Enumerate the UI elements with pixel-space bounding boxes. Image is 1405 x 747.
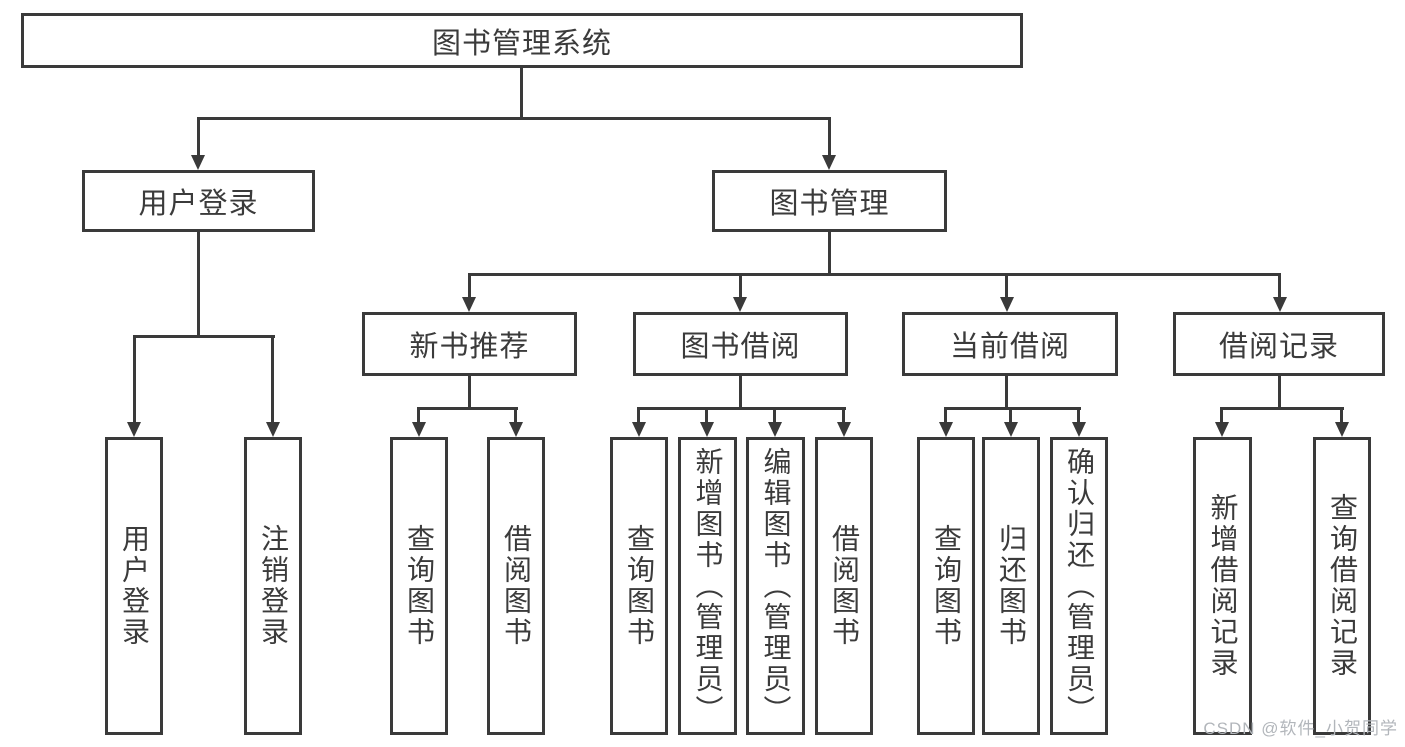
edge-root-branch [197, 117, 831, 120]
edge-root-stub [520, 68, 523, 120]
edge-borrowing-branch [637, 407, 846, 410]
edge-recommend-stub [468, 376, 471, 410]
leaf-add-book-admin: 新增图书（管理员） [678, 437, 737, 735]
leaf-borrow-books: 借阅图书 [815, 437, 873, 735]
arrowhead-down [1004, 422, 1018, 437]
edge-shaft-borrowing [739, 275, 742, 298]
arrowhead-down [1215, 422, 1229, 437]
arrowhead-down [127, 422, 141, 437]
arrowhead-down [1000, 297, 1014, 312]
leaf-label: 新增借阅记录 [1207, 493, 1239, 679]
leaf-label: 借阅图书 [829, 524, 860, 648]
arrowhead-down [1273, 297, 1287, 312]
arrowhead-down [837, 422, 851, 437]
node-current-borrowing: 当前借阅 [902, 312, 1118, 376]
arrowhead-down [462, 297, 476, 312]
leaf-label: 查询图书 [931, 524, 962, 648]
arrowhead-down [191, 155, 205, 170]
edge-shaft-leaf [1009, 409, 1012, 423]
leaf-label: 查询借阅记录 [1327, 493, 1358, 679]
leaf-label: 用户登录 [119, 524, 150, 648]
leaf-label: 查询图书 [404, 524, 435, 648]
edge-shaft-leaf [514, 409, 517, 423]
edge-shaft-book-management [828, 119, 831, 157]
edge-mgmt-branch [468, 273, 1281, 276]
edge-shaft-leaf-login [133, 337, 136, 424]
leaf-edit-book-admin: 编辑图书（管理员） [746, 437, 805, 735]
arrowhead-down [733, 297, 747, 312]
edge-login-stub [197, 232, 200, 338]
edge-shaft-recommend [468, 275, 471, 298]
arrowhead-down [700, 422, 714, 437]
edge-shaft-user-login [197, 119, 200, 157]
node-book-management: 图书管理 [712, 170, 947, 232]
edge-shaft-leaf [1077, 409, 1080, 423]
edge-shaft-leaf [637, 409, 640, 423]
leaf-query-books-recommend: 查询图书 [390, 437, 448, 735]
node-book-management-system: 图书管理系统 [21, 13, 1023, 68]
edge-current-stub [1005, 376, 1008, 410]
edge-shaft-leaf [705, 409, 708, 423]
leaf-query-borrow-record: 查询借阅记录 [1313, 437, 1371, 735]
node-book-borrowing: 图书借阅 [633, 312, 848, 376]
arrowhead-down [632, 422, 646, 437]
leaf-user-login: 用户登录 [105, 437, 163, 735]
node-user-login: 用户登录 [82, 170, 315, 232]
arrowhead-down [412, 422, 426, 437]
arrowhead-down [768, 422, 782, 437]
arrowhead-down [939, 422, 953, 437]
arrowhead-down [509, 422, 523, 437]
leaf-label: 归还图书 [996, 524, 1027, 648]
edge-records-branch [1220, 407, 1344, 410]
edge-shaft-leaf-logout [271, 337, 274, 424]
csdn-watermark: CSDN @软件_小贺同学 [1203, 719, 1398, 738]
edge-shaft-records [1278, 275, 1281, 298]
node-borrowing-records: 借阅记录 [1173, 312, 1385, 376]
arrowhead-down [1335, 422, 1349, 437]
leaf-label: 确认归还（管理员） [1064, 446, 1095, 726]
leaf-query-books-current: 查询图书 [917, 437, 975, 735]
edge-login-branch [133, 335, 275, 338]
leaf-label: 查询图书 [624, 524, 655, 648]
edge-recommend-branch [417, 407, 518, 410]
leaf-label: 注销登录 [258, 524, 289, 648]
edge-mgmt-stub [828, 232, 831, 276]
edge-shaft-leaf [1220, 409, 1223, 423]
edge-shaft-leaf [417, 409, 420, 423]
edge-borrowing-stub [739, 376, 742, 410]
leaf-label: 借阅图书 [501, 524, 532, 648]
edge-shaft-leaf [842, 409, 845, 423]
arrowhead-down [266, 422, 280, 437]
leaf-return-books: 归还图书 [982, 437, 1040, 735]
edge-current-branch [944, 407, 1081, 410]
leaf-label: 新增图书（管理员） [692, 446, 724, 726]
edge-shaft-leaf [1340, 409, 1343, 423]
edge-shaft-leaf [773, 409, 776, 423]
arrowhead-down [1072, 422, 1086, 437]
leaf-query-books-borrow: 查询图书 [610, 437, 668, 735]
leaf-borrow-books-recommend: 借阅图书 [487, 437, 545, 735]
leaf-add-borrow-record: 新增借阅记录 [1193, 437, 1252, 735]
edge-shaft-current [1005, 275, 1008, 298]
leaf-label: 编辑图书（管理员） [760, 446, 792, 726]
leaf-confirm-return-admin: 确认归还（管理员） [1050, 437, 1108, 735]
node-new-book-recommendation: 新书推荐 [362, 312, 577, 376]
arrowhead-down [822, 155, 836, 170]
edge-shaft-leaf [944, 409, 947, 423]
edge-records-stub [1278, 376, 1281, 410]
leaf-logout: 注销登录 [244, 437, 302, 735]
